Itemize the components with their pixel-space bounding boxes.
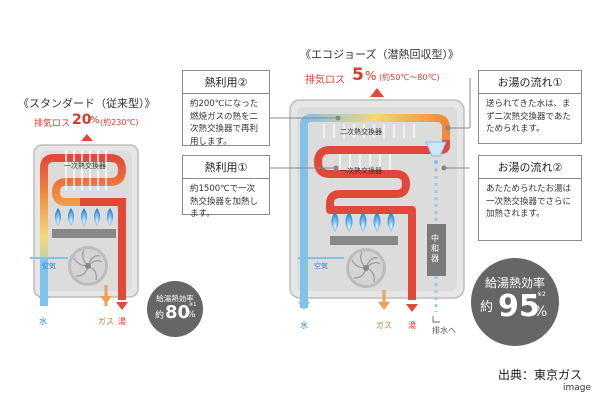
left-exhaust-pct: %: [90, 115, 100, 126]
right-hot-label: 湯: [408, 321, 416, 330]
left-eff-prefix: 約: [155, 311, 165, 321]
right-exhaust-label: 排気ロス: [305, 75, 345, 86]
left-exhaust-arrow-icon: [81, 134, 93, 141]
left-eff-value: 80: [165, 302, 191, 323]
left-hot-label: 湯: [118, 317, 126, 326]
right-eff-prefix: 約: [480, 300, 494, 315]
right-eff-value: 95: [498, 289, 540, 324]
left-efficiency-badge: 給湯熱効率 約 80 % ※1: [147, 281, 203, 337]
callout-water-flow-1-body: 送られてきた水は、まず二次熱交換器であたためられます。: [486, 99, 571, 134]
right-hot-arrow-icon: [406, 304, 418, 312]
left-gas-arrow-icon: [100, 296, 112, 304]
right-hex1-label: 一次熱交換器: [340, 167, 382, 175]
right-exhaust-arrow-icon: [370, 88, 384, 97]
left-exhaust-label: 排気ロス: [34, 119, 71, 129]
callout-water-flow-1: お湯の流れ① 送られてきた水は、まず二次熱交換器であたためられます。: [478, 70, 582, 144]
right-gas-arrow-icon: [378, 302, 390, 310]
left-water-label: 水: [39, 317, 47, 326]
left-eff-note: ※1: [189, 302, 197, 308]
left-burner-flames-icon: [55, 208, 113, 226]
right-eff-note: ※2: [537, 291, 546, 298]
right-exhaust-pct: %: [365, 69, 377, 83]
callout-heat-use-2: 熱利用② 約200℃になった燃焼ガスの熱を二次熱交換器で再利用します。: [182, 70, 270, 147]
left-exhaust-loss: 排気ロス 20 % (約230℃): [34, 112, 154, 129]
left-unit-title: 《スタンダード（従来型）》: [18, 97, 156, 110]
right-unit-title: 《エコジョーズ（潜熱回収型）》: [300, 48, 459, 61]
right-water-arrow-icon: [298, 302, 310, 310]
left-eff-pct: %: [187, 310, 196, 320]
right-exhaust-loss: 排気ロス 5 % (約50℃〜80℃): [305, 65, 455, 86]
right-exhaust-value: 5: [352, 65, 364, 85]
right-secondary-hex-pipe: [300, 114, 450, 300]
right-condensate-drain-icon: [425, 141, 447, 224]
left-water-pipe: [40, 154, 126, 300]
left-exhaust-temp: (約230℃): [100, 118, 139, 127]
right-efficiency-badge: 給湯熱効率 約 95 % ※2: [471, 258, 559, 346]
left-hot-arrow-icon: [116, 302, 128, 310]
callout-water-flow-2: お湯の流れ② あたためられたお湯は一次熱交換器でさらに加熱されます。: [478, 155, 582, 241]
left-water-arrow-icon: [38, 296, 50, 304]
source-credit: 出典：東京ガス: [498, 368, 583, 382]
callout-water-flow-1-title: お湯の流れ①: [497, 76, 563, 89]
callout-heat-use-1: 熱利用① 約1500℃で一次熱交換器を加熱します。: [182, 155, 270, 219]
right-gas-label: ガス: [376, 321, 392, 330]
right-fan-icon: [346, 248, 386, 288]
callout-water-flow-2-title: お湯の流れ②: [497, 161, 563, 174]
right-exhaust-temp: (約50℃〜80℃): [379, 73, 440, 82]
left-hex1-label: 一次熱交換器: [64, 162, 106, 170]
right-eff-pct: %: [534, 304, 548, 320]
callout-water-flow-2-body: あたためられたお湯は一次熱交換器でさらに加熱されます。: [486, 184, 572, 219]
callout-heat-use-1-title: 熱利用①: [204, 161, 248, 174]
right-primary-hex-pipe: [314, 140, 450, 300]
right-neutralizer-label: 中和器: [431, 234, 439, 263]
right-burner: [330, 236, 398, 245]
image-label: image: [563, 383, 592, 393]
callout-heat-use-2-title: 熱利用②: [204, 76, 248, 89]
right-drain-label: 排水へ: [432, 326, 456, 335]
callout-heat-use-1-body: 約1500℃で一次熱交換器を加熱します。: [190, 184, 259, 219]
right-hex2-label: 二次熱交換器: [340, 128, 382, 136]
left-air-label: 空気: [42, 262, 56, 270]
right-eff-label: 給湯熱効率: [484, 276, 545, 290]
left-exhaust-value: 20: [72, 112, 92, 128]
right-air-label: 空気: [314, 262, 328, 270]
left-fan-icon: [68, 246, 108, 286]
right-burner-flames-icon: [331, 212, 395, 232]
left-gas-label: ガス: [98, 317, 114, 326]
right-neutralizer: [427, 224, 446, 276]
left-eff-label: 給湯熱効率: [156, 294, 194, 303]
callout-heat-use-2-body: 約200℃になった燃焼ガスの熱を二次熱交換器で再利用します。: [190, 99, 259, 147]
left-burner: [52, 229, 116, 238]
right-water-label: 水: [300, 321, 308, 330]
